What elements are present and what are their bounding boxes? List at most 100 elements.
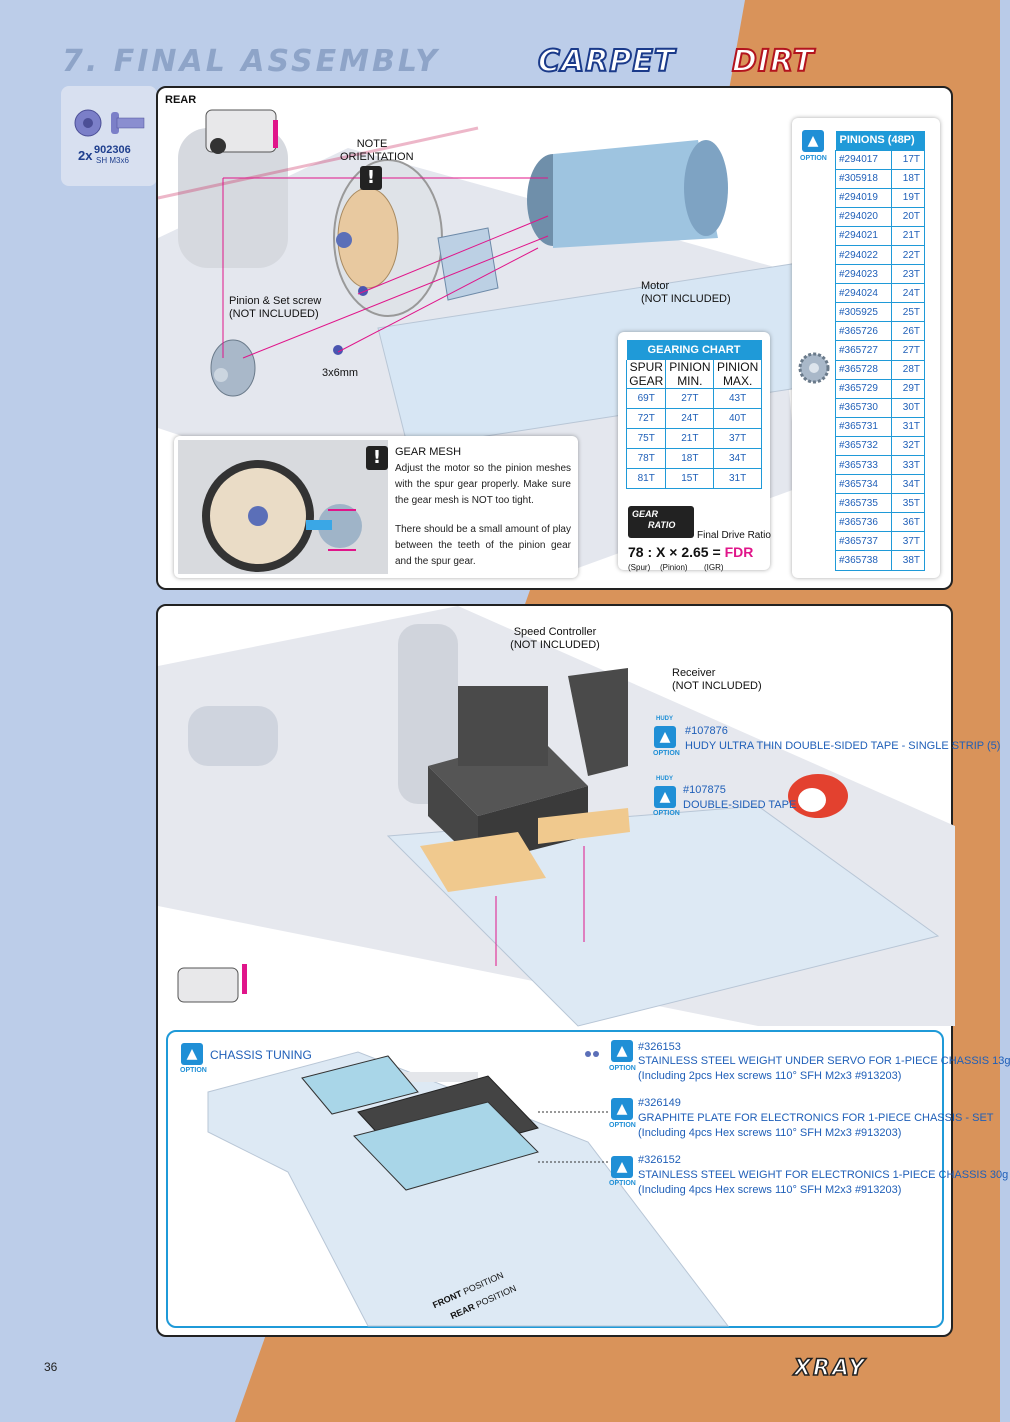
pinion-part-number: #305918 [834, 168, 893, 189]
gearing-cell: 18T [665, 448, 715, 469]
pinion-part-number: #294023 [834, 264, 893, 285]
fdr-sub-pinion: (Pinion) [660, 563, 688, 572]
gearing-cell: 24T [665, 408, 715, 429]
option-label-tape2: OPTION [653, 810, 680, 817]
warning-icon: ! [360, 166, 382, 190]
fdr-eq: = [712, 544, 721, 560]
fdr-spur: 78 [628, 544, 644, 560]
option-label-item2: OPTION [609, 1122, 636, 1129]
pinion-part-number: #365730 [834, 397, 893, 418]
pinion-label-line-2: (NOT INCLUDED) [229, 308, 319, 320]
tape1-name: HUDY ULTRA THIN DOUBLE-SIDED TAPE - SING… [685, 740, 1001, 752]
gearing-cell: 78T [625, 448, 667, 469]
pinion-teeth: 38T [891, 550, 925, 571]
gear-mesh-illustration [178, 440, 388, 574]
tape1-code: #107876 [685, 725, 728, 737]
pinion-teeth: 18T [891, 168, 925, 189]
fdr-formula: 78 : X × 2.65 = FDR [628, 544, 753, 560]
pinion-part-number: #365731 [834, 416, 893, 437]
tape2-code: #107875 [683, 784, 726, 796]
gear-mesh-text-1: Adjust the motor so the pinion meshes wi… [395, 463, 571, 506]
option-thumb-icon-tape2: ▲ [654, 786, 676, 808]
pinion-part-number: #365734 [834, 474, 893, 495]
speed-controller-line-2: (NOT INCLUDED) [510, 639, 600, 651]
pinion-teeth: 31T [891, 416, 925, 437]
tuning-item3-note: (Including 4pcs Hex screws 110° SFH M2x3… [638, 1184, 902, 1196]
motor-label-line-1: Motor [641, 280, 670, 292]
pinion-teeth: 30T [891, 397, 925, 418]
pinion-part-number: #294019 [834, 187, 893, 208]
tuning-item1-name: STAINLESS STEEL WEIGHT UNDER SERVO FOR 1… [638, 1055, 1010, 1067]
gear-mesh-text-2: There should be a small amount of play b… [395, 524, 571, 567]
xray-logo: XRAY [793, 1355, 867, 1382]
chassis-tuning-illustration [207, 1051, 730, 1327]
tuning-item2-code: #326149 [638, 1097, 681, 1109]
pinion-part-number: #305925 [834, 302, 893, 323]
option-thumb-icon-item2: ▲ [611, 1098, 633, 1120]
option-label: OPTION [800, 155, 827, 162]
gear-mesh-warning-icon: ! [366, 446, 388, 470]
chassis-tuning-box [166, 1030, 944, 1328]
note-line-1: NOTE [356, 138, 388, 150]
option-label-tape1: OPTION [653, 750, 680, 757]
pinion-teeth: 25T [891, 302, 925, 323]
tuning-item1-code: #326153 [638, 1041, 681, 1053]
speed-controller-label: Speed Controller (NOT INCLUDED) [510, 626, 600, 652]
pinion-teeth: 33T [891, 454, 925, 476]
page-number: 36 [44, 1360, 58, 1374]
fdr-sub-spur: (Spur) [628, 563, 651, 572]
pinion-teeth: 29T [891, 378, 925, 399]
rear-view-label: REAR [165, 94, 197, 106]
option-label-tuning: OPTION [180, 1067, 207, 1074]
pinion-teeth: 17T [891, 149, 925, 170]
pinion-teeth: 27T [891, 340, 925, 361]
pinion-part-number: #294021 [834, 225, 893, 246]
fdr-sub-igr: (IGR) [704, 563, 724, 572]
tape2-name: DOUBLE-SIDED TAPE [683, 799, 797, 811]
pinion-teeth: 28T [891, 359, 925, 380]
gear-ratio-badge-line-1: GEAR [632, 509, 659, 519]
fdr-title: Final Drive Ratio [697, 530, 771, 541]
gearing-cell: 69T [625, 388, 667, 409]
gearing-cell: 27T [665, 388, 715, 409]
pinion-teeth: 24T [891, 283, 925, 304]
carpet-tag: CARPET [537, 43, 676, 80]
option-thumb-icon-item3: ▲ [611, 1156, 633, 1178]
dirt-tag: DIRT [731, 43, 815, 80]
fdr-result: FDR [724, 544, 754, 560]
fdr-times: × [669, 544, 678, 560]
pinion-gear-icon [798, 352, 830, 384]
pinion-part-number: #294017 [834, 149, 893, 170]
gearing-cell: 72T [625, 408, 667, 429]
pinion-part-number: #294024 [834, 283, 893, 304]
gearing-cell: 75T [625, 428, 667, 449]
chassis-tuning-title: CHASSIS TUNING [210, 1048, 312, 1062]
pinion-part-number: #365726 [834, 321, 893, 342]
pinion-teeth: 34T [891, 474, 925, 495]
gearing-cell: 15T [665, 468, 715, 489]
pinion-teeth: 35T [891, 493, 925, 514]
tuning-item2-name: GRAPHITE PLATE FOR ELECTRONICS FOR 1-PIE… [638, 1112, 994, 1124]
receiver-line-2: (NOT INCLUDED) [672, 680, 762, 692]
pinion-part-number: #365727 [834, 340, 893, 361]
option-thumb-icon-tape1: ▲ [654, 726, 676, 748]
